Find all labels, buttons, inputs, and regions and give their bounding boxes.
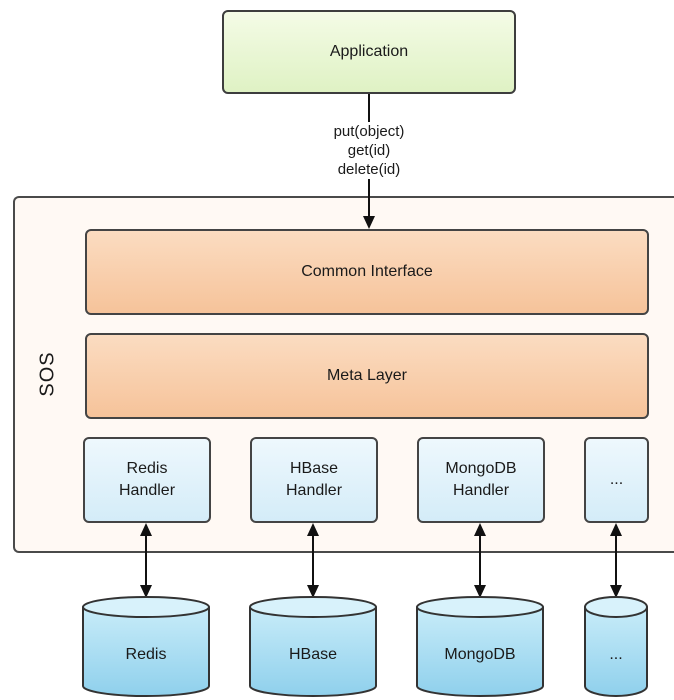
mongodb-handler-box: MongoDB Handler <box>417 437 545 523</box>
redis-database-label: Redis <box>125 646 167 663</box>
common-interface-label: Common Interface <box>301 263 433 280</box>
mongodb-link-arrow <box>474 523 486 598</box>
redis-handler-box: Redis Handler <box>83 437 211 523</box>
other-database-label: ... <box>609 646 623 663</box>
other-handler-box: ... <box>584 437 649 523</box>
other-handler-label: ... <box>609 471 624 488</box>
mongodb-handler-line2: Handler <box>452 482 510 499</box>
api-call-get: get(id) <box>346 141 392 160</box>
common-interface-layer: Common Interface <box>85 229 649 315</box>
meta-layer: Meta Layer <box>85 333 649 419</box>
hbase-link-arrow <box>307 523 319 598</box>
redis-database-cylinder <box>82 596 210 697</box>
api-call-delete: delete(id) <box>336 160 402 179</box>
application-label: Application <box>329 43 409 60</box>
hbase-database-label: HBase <box>288 646 338 663</box>
hbase-database-cylinder <box>249 596 377 697</box>
api-calls-label: put(object) get(id) delete(id) <box>300 122 438 179</box>
redis-link-arrow <box>140 523 152 598</box>
app-connector-arrowhead <box>363 216 375 229</box>
meta-layer-label: Meta Layer <box>326 367 408 384</box>
api-call-put: put(object) <box>332 122 406 141</box>
other-link-arrow <box>610 523 622 598</box>
other-database-cylinder <box>584 596 648 697</box>
mongodb-database-cylinder <box>416 596 544 697</box>
redis-handler-line2: Handler <box>118 482 176 499</box>
hbase-handler-box: HBase Handler <box>250 437 378 523</box>
hbase-handler-line2: Handler <box>285 482 343 499</box>
mongodb-database-label: MongoDB <box>444 646 516 663</box>
hbase-handler-line1: HBase <box>289 460 339 477</box>
mongodb-handler-line1: MongoDB <box>445 460 517 477</box>
application-box: Application <box>222 10 516 94</box>
redis-handler-line1: Redis <box>126 460 168 477</box>
